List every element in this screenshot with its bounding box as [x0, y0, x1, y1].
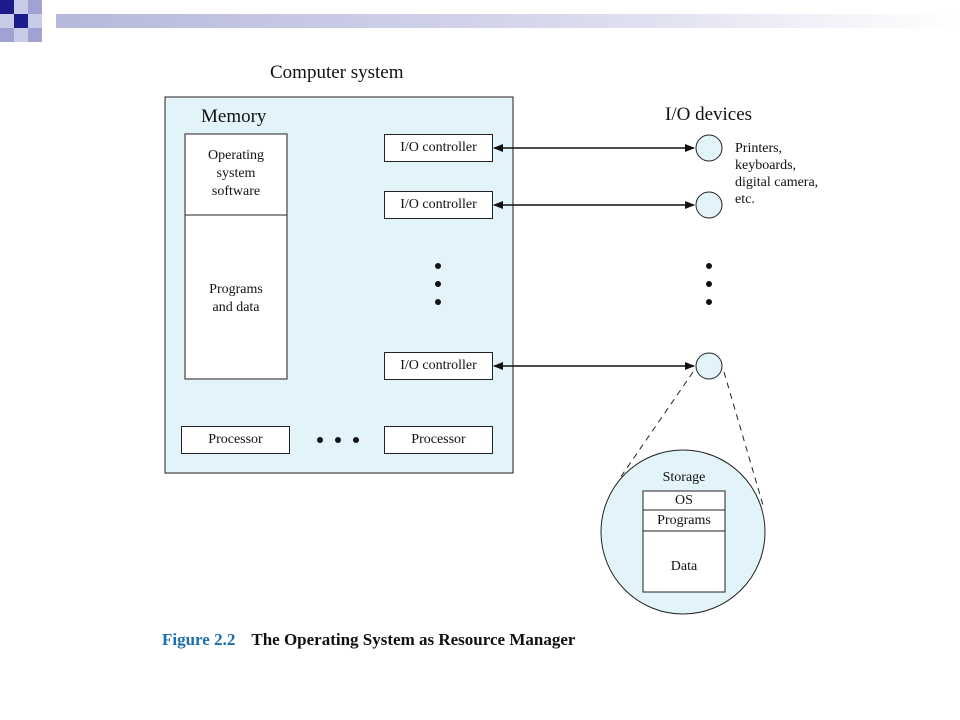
- io-controller-2: I/O controller: [384, 191, 493, 219]
- programs-data-line-2: and data: [212, 300, 260, 315]
- processor-1: Processor: [181, 426, 290, 454]
- memory-label: Memory: [201, 106, 267, 127]
- controllers-ellipsis: [435, 263, 441, 305]
- storage-os: OS: [675, 493, 693, 508]
- memory-block: [184, 133, 288, 380]
- io-device-circle-2: [695, 191, 723, 219]
- storage-data: Data: [670, 559, 698, 574]
- storage-programs: Programs: [657, 513, 711, 528]
- os-software-line-3: software: [211, 184, 261, 199]
- os-software-line-2: system: [216, 166, 256, 181]
- processor-2: Processor: [384, 426, 493, 454]
- io-devices-desc-line-3: digital camera,: [735, 175, 819, 190]
- io-devices-desc-line-1: Printers,: [735, 141, 783, 156]
- storage-label: Storage: [662, 470, 706, 485]
- processors-ellipsis: [317, 437, 359, 443]
- devices-ellipsis: [706, 263, 712, 305]
- figure-caption: Figure 2.2 The Operating System as Resour…: [162, 630, 575, 650]
- programs-data-label: Programs and data: [185, 281, 287, 317]
- corner-decoration: [0, 0, 960, 42]
- io-device-circle-1: [695, 134, 723, 162]
- io-device-circle-3: [695, 352, 723, 380]
- io-devices-description: Printers, keyboards, digital camera, etc…: [735, 140, 818, 208]
- storage-stack: [642, 490, 726, 593]
- os-software-label: Operating system software: [185, 147, 287, 201]
- io-devices-desc-line-4: etc.: [735, 192, 755, 207]
- figure-number: Figure 2.2: [162, 630, 236, 649]
- programs-data-line-1: Programs: [209, 282, 263, 297]
- io-controller-1: I/O controller: [384, 134, 493, 162]
- diagram-title: Computer system: [270, 62, 404, 83]
- zoom-line-right: [723, 371, 764, 506]
- io-controller-3: I/O controller: [384, 352, 493, 380]
- io-devices-label: I/O devices: [665, 104, 753, 125]
- os-software-line-1: Operating: [208, 148, 264, 163]
- figure-title: The Operating System as Resource Manager: [251, 630, 576, 649]
- io-devices-desc-line-2: keyboards,: [735, 158, 797, 173]
